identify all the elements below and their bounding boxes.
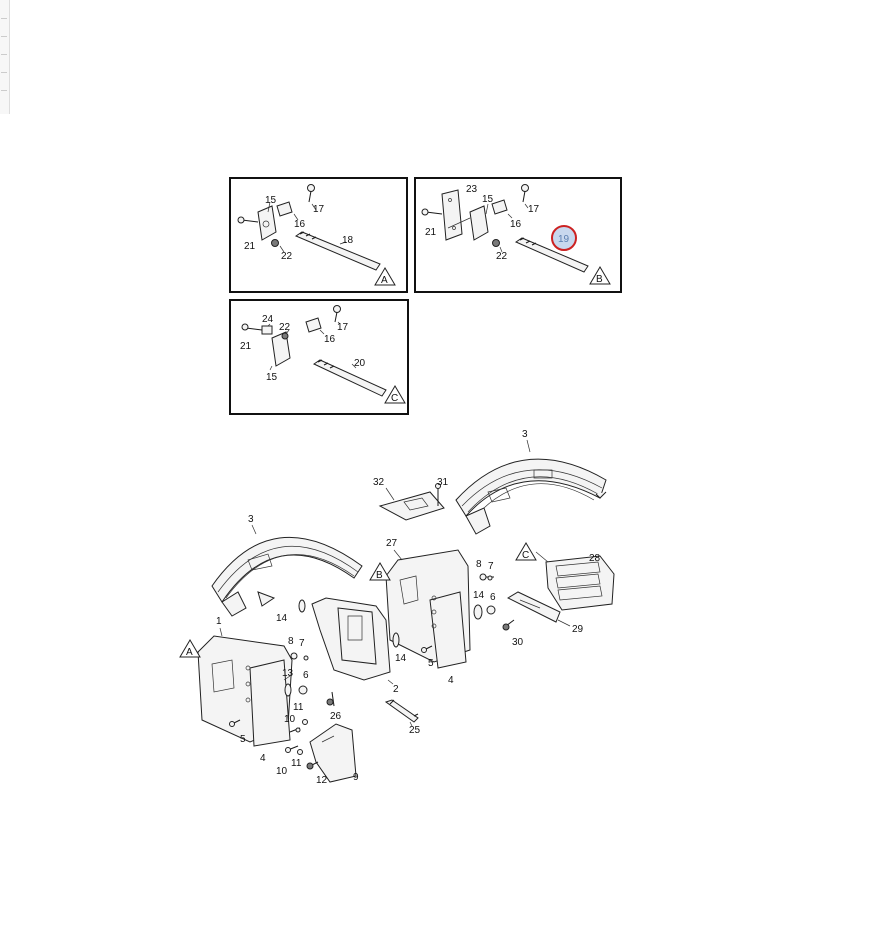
inset-a-ref: A — [381, 275, 388, 286]
label-4-left: 4 — [260, 753, 266, 764]
inset-a: A 15 16 17 18 21 22 — [229, 177, 408, 293]
main-a-ref: A — [186, 647, 193, 658]
label-28: 28 — [589, 553, 601, 564]
side-tab-strip — [0, 0, 10, 114]
label-21: 21 — [244, 241, 256, 252]
label-14-right: 14 — [473, 590, 485, 601]
label-2: 2 — [393, 684, 399, 695]
label-11-bottom: 11 — [291, 758, 302, 769]
label-27: 27 — [386, 538, 398, 549]
label-12: 12 — [316, 775, 328, 786]
label-13: 13 — [282, 668, 294, 679]
inset-b-ref: B — [596, 274, 603, 285]
label-25: 25 — [409, 725, 421, 736]
label-6-left: 6 — [303, 670, 309, 681]
label-30: 30 — [512, 637, 524, 648]
label-32: 32 — [373, 477, 385, 488]
label-26: 26 — [330, 711, 342, 722]
label-14-mid: 14 — [395, 653, 407, 664]
label-9: 9 — [353, 772, 359, 783]
label-10-bottom: 10 — [276, 766, 288, 777]
label-15-b: 15 — [482, 194, 494, 205]
label-7-right: 7 — [488, 561, 494, 572]
label-5-right: 5 — [428, 658, 434, 669]
main-c-ref: C — [522, 550, 529, 561]
main-b-ref: B — [376, 570, 383, 581]
label-17: 17 — [313, 204, 325, 215]
label-7-left: 7 — [299, 638, 305, 649]
label-15: 15 — [265, 195, 277, 206]
label-10-top: 10 — [284, 714, 296, 725]
label-18: 18 — [342, 235, 354, 246]
label-22-b: 22 — [496, 251, 508, 262]
label-22: 22 — [281, 251, 293, 262]
label-6-right: 6 — [490, 592, 496, 603]
label-3: 3 — [522, 429, 528, 440]
label-16-c: 16 — [324, 334, 336, 345]
label-16-b: 16 — [510, 219, 522, 230]
main-assembly: 3 3 32 31 27 4 B 8 7 — [179, 429, 615, 786]
label-14-left: 14 — [276, 613, 288, 624]
label-29: 29 — [572, 624, 584, 635]
label-3-left: 3 — [248, 514, 254, 525]
inset-b: 19 B 23 15 16 17 21 22 — [414, 177, 622, 293]
inset-c-ref: C — [391, 393, 398, 404]
label-5-left: 5 — [240, 734, 246, 745]
label-17-c: 17 — [337, 322, 349, 333]
label-8-left: 8 — [288, 636, 294, 647]
label-21-b: 21 — [425, 227, 437, 238]
label-1: 1 — [216, 616, 222, 627]
highlight-ring[interactable] — [551, 225, 577, 251]
label-21-c: 21 — [240, 341, 252, 352]
label-22-c: 22 — [279, 322, 291, 333]
inset-c: C 24 22 16 17 21 15 20 — [229, 299, 409, 415]
label-19[interactable]: 19 — [558, 234, 570, 245]
label-8-right: 8 — [476, 559, 482, 570]
label-23: 23 — [466, 184, 478, 195]
label-15-c: 15 — [266, 372, 278, 383]
label-20: 20 — [354, 358, 366, 369]
label-11-top: 11 — [293, 702, 304, 713]
label-17-b: 17 — [528, 204, 540, 215]
label-31: 31 — [437, 477, 449, 488]
label-4-right: 4 — [448, 675, 454, 686]
label-24: 24 — [262, 314, 274, 325]
label-16: 16 — [294, 219, 306, 230]
